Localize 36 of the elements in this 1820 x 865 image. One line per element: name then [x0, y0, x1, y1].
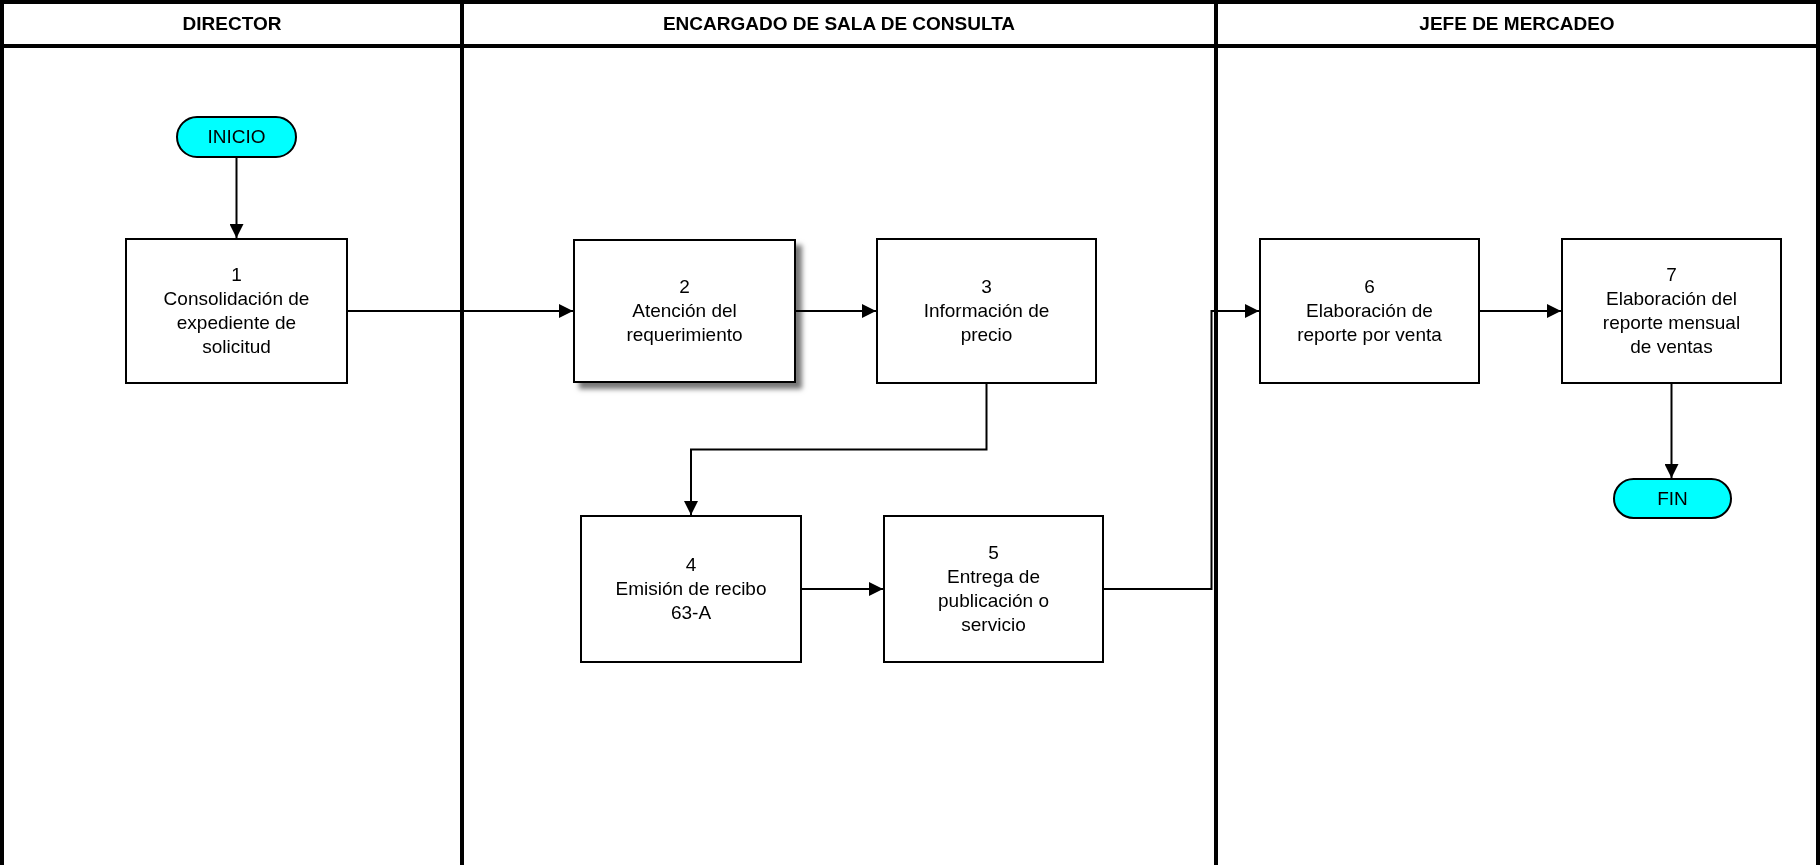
arrow — [1103, 304, 1260, 590]
step-label: Información de precio — [922, 299, 1051, 347]
arrow — [1479, 304, 1562, 318]
arrow — [347, 304, 574, 318]
terminal-label: INICIO — [207, 125, 266, 149]
step-number: 7 — [1666, 263, 1677, 287]
step-label: Consolidación de expediente de solicitud — [162, 287, 311, 359]
step-number: 3 — [981, 275, 992, 299]
step-label: Emisión de recibo 63-A — [614, 577, 768, 625]
step-label: Elaboración del reporte mensual de ventas — [1601, 287, 1742, 359]
step-label: Atención del requerimiento — [625, 299, 744, 347]
step-number: 5 — [988, 541, 999, 565]
step-label: Elaboración de reporte por venta — [1296, 299, 1443, 347]
lane-title: DIRECTOR — [182, 13, 282, 35]
arrow — [229, 157, 244, 239]
terminal-label: FIN — [1657, 486, 1688, 511]
lane-title: JEFE DE MERCADEO — [1419, 13, 1615, 35]
terminal-pill — [176, 116, 297, 158]
arrow — [795, 304, 877, 318]
step-number: 6 — [1364, 275, 1375, 299]
step-number: 4 — [685, 553, 697, 577]
arrow — [1664, 383, 1679, 479]
process-box — [883, 515, 1104, 663]
step-label: Entrega de publicación o servicio — [937, 565, 1050, 637]
process-box — [876, 238, 1097, 384]
process-box — [580, 515, 802, 663]
arrow — [684, 383, 988, 516]
arrow — [801, 582, 884, 596]
step-number: 1 — [231, 263, 242, 287]
process-box — [125, 238, 348, 384]
lane-title: ENCARGADO DE SALA DE CONSULTA — [662, 13, 1016, 35]
terminal-pill — [1613, 478, 1732, 519]
process-box — [1259, 238, 1480, 384]
process-box — [1561, 238, 1782, 384]
process-box — [573, 239, 796, 383]
step-number: 2 — [679, 275, 690, 299]
